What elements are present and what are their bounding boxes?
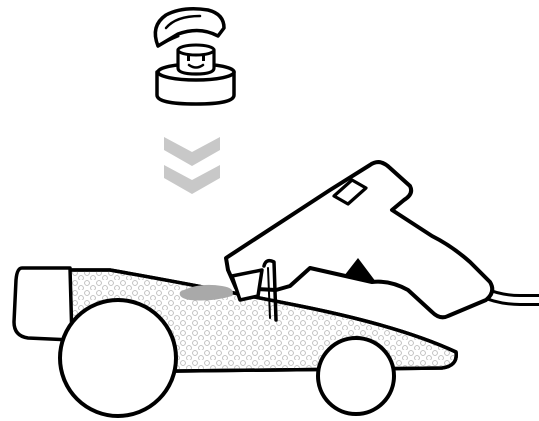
flip-top-cap-icon [155, 9, 234, 104]
wheel-icon [318, 338, 394, 414]
wheel-icon [60, 300, 176, 416]
glue-gun-icon [226, 162, 539, 320]
double-chevron-down-icon [164, 137, 220, 194]
